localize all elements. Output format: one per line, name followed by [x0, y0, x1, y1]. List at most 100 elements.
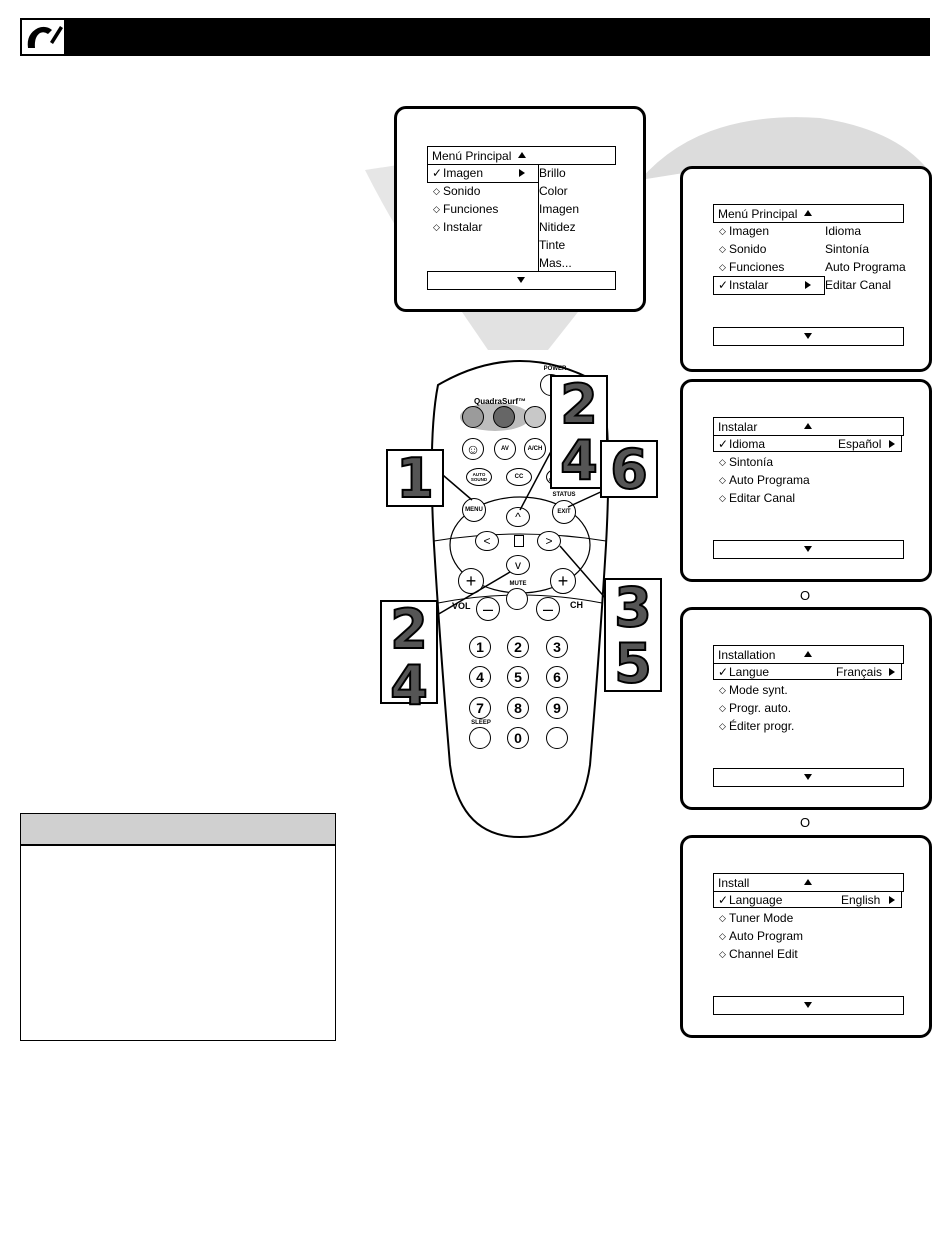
diamond-icon: ◇	[719, 262, 726, 272]
or-separator: O	[799, 588, 811, 603]
menu-title-bar: Menú Principal	[713, 204, 904, 223]
menu-button[interactable]: MENU	[462, 498, 486, 522]
quadrasurf-button-3[interactable]	[524, 406, 546, 428]
wrench-icon	[22, 20, 64, 54]
smiley-icon: ☺	[465, 441, 481, 457]
digit-7-button[interactable]: 7	[469, 697, 491, 719]
step-number: 2	[559, 373, 599, 436]
selected-item	[713, 435, 902, 452]
menu-label: MENU	[465, 507, 483, 513]
digit-9-button[interactable]: 9	[546, 697, 568, 719]
mute-button[interactable]	[506, 588, 528, 610]
cursor-down-button[interactable]: v	[506, 555, 530, 575]
digit-label: 6	[553, 669, 561, 685]
menu-item: Tuner Mode	[729, 911, 794, 925]
tv-screen-english: Install ✓ Language English ◇ Tuner Mode …	[680, 835, 932, 1038]
digit-5-button[interactable]: 5	[507, 666, 529, 688]
auto-sound-label: AUTO SOUND	[470, 472, 488, 482]
diamond-icon: ◇	[719, 685, 726, 695]
av-button[interactable]: AV	[494, 438, 516, 460]
cursor-up-button[interactable]: ^	[506, 507, 530, 527]
digit-4-button[interactable]: 4	[469, 666, 491, 688]
digit-6-button[interactable]: 6	[546, 666, 568, 688]
up-arrow-icon	[804, 651, 812, 657]
menu-item: Auto Programa	[729, 473, 810, 487]
up-arrow-icon	[804, 423, 812, 429]
submenu-item: Color	[539, 184, 568, 198]
cc-button[interactable]: CC	[506, 468, 532, 486]
submenu-item: Idioma	[825, 224, 862, 238]
auto-sound-button[interactable]: AUTO SOUND	[466, 468, 492, 486]
digit-label: 5	[514, 669, 522, 685]
chevron-left-icon: <	[483, 534, 491, 548]
step-number: 3	[613, 576, 653, 639]
digit-label: 3	[553, 639, 561, 655]
plus-icon: +	[465, 570, 477, 591]
sleep-button[interactable]	[469, 727, 491, 749]
menu-bottom-bar	[713, 540, 904, 559]
menu-item: Mode synt.	[729, 683, 788, 697]
digit-2-button[interactable]: 2	[507, 636, 529, 658]
diamond-icon: ◇	[719, 493, 726, 503]
channel-up-button[interactable]: +	[550, 568, 576, 594]
ach-button[interactable]: A/CH	[524, 438, 546, 460]
chevron-down-icon: v	[515, 558, 521, 572]
diamond-icon: ◇	[719, 475, 726, 485]
diamond-icon: ◇	[719, 931, 726, 941]
diamond-icon: ◇	[719, 949, 726, 959]
exit-button[interactable]: EXIT	[552, 500, 576, 524]
volume-down-button[interactable]: –	[476, 597, 500, 621]
digit-1-button[interactable]: 1	[469, 636, 491, 658]
ok-icon	[514, 535, 524, 547]
menu-item: Sonido	[729, 242, 767, 256]
tv-screen-french: Installation ✓ Langue Français ◇ Mode sy…	[680, 607, 932, 810]
minus-icon: –	[482, 598, 493, 619]
language-value: English	[841, 893, 881, 907]
digit-8-button[interactable]: 8	[507, 697, 529, 719]
check-icon: ✓	[718, 278, 729, 292]
check-icon: ✓	[432, 166, 443, 180]
digit-label: 8	[514, 700, 522, 716]
submenu-item: Brillo	[539, 166, 566, 180]
check-icon: ✓	[718, 893, 729, 907]
language-value: Français	[836, 665, 883, 679]
smiley-button[interactable]: ☺	[462, 438, 484, 460]
menu-bottom-bar	[713, 768, 904, 787]
blank-button[interactable]	[546, 727, 568, 749]
menu-title: Menú Principal	[718, 207, 798, 221]
channel-down-button[interactable]: –	[536, 597, 560, 621]
diamond-icon: ◇	[719, 721, 726, 731]
menu-item: Language	[729, 893, 783, 907]
cursor-left-button[interactable]: <	[475, 531, 499, 551]
right-arrow-icon	[805, 281, 811, 289]
menu-item: Instalar	[729, 278, 769, 292]
header-bar	[20, 18, 930, 56]
mute-label: MUTE	[509, 581, 527, 587]
plus-icon: +	[557, 570, 569, 591]
menu-item: Funciones	[729, 260, 785, 274]
sleep-label: SLEEP	[471, 720, 491, 726]
chevron-up-icon: ^	[515, 510, 521, 524]
vol-label: VOL	[452, 601, 471, 611]
quadrasurf-button-2[interactable]	[493, 406, 515, 428]
tv-screen-spanish: Instalar ✓ Idioma Español ◇ Sintonía ◇ A…	[680, 379, 932, 582]
quadrasurf-button-1[interactable]	[462, 406, 484, 428]
submenu-item: Editar Canal	[825, 278, 892, 292]
digit-0-button[interactable]: 0	[507, 727, 529, 749]
digit-3-button[interactable]: 3	[546, 636, 568, 658]
diamond-icon: ◇	[719, 244, 726, 254]
submenu-item: Mas...	[539, 256, 572, 270]
diamond-icon: ◇	[719, 226, 726, 236]
ach-label: A/CH	[527, 446, 543, 452]
exit-label: EXIT	[557, 509, 571, 515]
menu-bottom-bar	[713, 327, 904, 346]
or-separator: O	[799, 815, 811, 830]
cc-label: CC	[514, 474, 524, 480]
up-arrow-icon	[804, 210, 812, 216]
menu-item: Instalar	[443, 220, 483, 234]
chevron-right-icon: >	[545, 534, 553, 548]
cursor-right-button[interactable]: >	[537, 531, 561, 551]
digit-label: 2	[514, 639, 522, 655]
menu-item: Progr. auto.	[729, 701, 792, 715]
